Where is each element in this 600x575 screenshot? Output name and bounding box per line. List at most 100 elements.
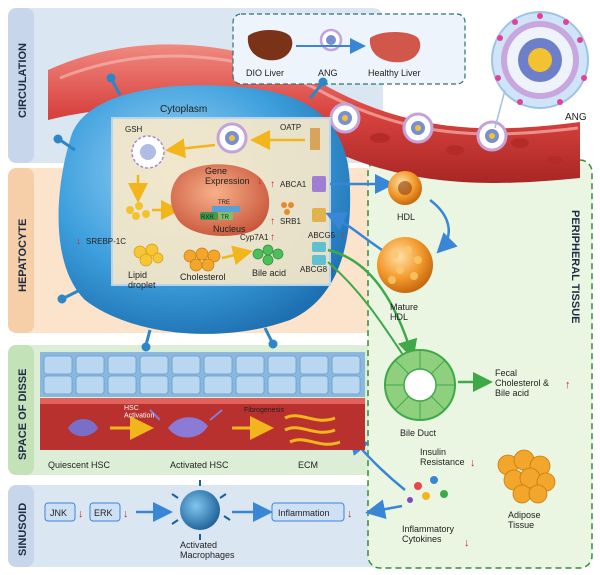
fecal-text-line: Cholesterol & [495,378,549,388]
svg-text:↓: ↓ [286,404,291,414]
nanoparticle-vessel-2 [402,112,434,144]
activated-hsc-label: Activated HSC [170,460,229,470]
mature-hdl-text-line: HDL [390,312,408,322]
band-label-hepatocyte: HEPATOCYTE [17,219,29,292]
srb1-particles [281,202,294,215]
activated-hsc [168,417,208,438]
ang-label: ANG [565,112,587,123]
insulin-resistance-text-line: Resistance [420,457,465,467]
lipid-droplet-text-line: droplet [128,280,156,290]
oatp-transporter [310,128,320,150]
mature-hdl-particle [377,237,433,293]
activated-macrophages-text: Activated [180,540,217,550]
ang-box-label: ANG [318,68,338,78]
band-label-peripheral-tissue: PERIPHERAL TISSUE [569,210,581,324]
nanoparticle-degraded [131,135,165,169]
svg-text:↑: ↑ [340,230,345,241]
inflammation-box [271,502,345,522]
cytoplasm-label: Cytoplasm [160,104,207,115]
fibrogenesis-label: Fibrogenesis [244,407,285,414]
jnk-box [44,502,76,522]
hormone-particles [126,202,150,220]
healthy-liver-label: Healthy Liver [368,68,421,78]
svg-text:↑: ↑ [330,264,335,275]
quiescent-hsc [68,419,98,437]
mature-hdl-text: Mature [390,302,418,312]
gene-expression-text-line: Expression [205,176,250,186]
bile-duct-label: Bile Duct [400,428,437,438]
nanoparticle-vessel-1 [329,102,361,134]
svg-text:↑: ↑ [565,379,571,391]
healthy-liver-icon [369,32,421,63]
inflammation-label: Inflammation [278,508,330,518]
gene-expression-arrow: ↓ [257,175,263,187]
srb1-label: SRB1 [280,217,301,226]
gsh-label: GSH [125,125,143,134]
svg-text:↑: ↑ [270,232,275,243]
inflammatory-cytokines-text: Inflammatory [402,524,455,534]
oatp-label: OATP [280,123,301,132]
dio-liver-icon [247,30,293,61]
red-blood-cell [511,138,529,148]
erk-box [89,502,121,522]
nanoparticle-vessel-3 [476,120,508,152]
bile-acid-label: Bile acid [252,268,286,278]
cyp7a1-label: Cyp7A1 [240,233,269,242]
svg-text:↓: ↓ [76,236,81,247]
bile-acid-cluster [252,244,284,266]
abca1-label: ABCA1 [280,180,307,189]
svg-text:↓: ↓ [470,457,476,469]
red-blood-cell [446,145,464,155]
tre-label: TRE [218,200,230,206]
band-label-sinusoid: SINUSOID [17,503,29,556]
red-blood-cell [370,133,390,143]
cholesterol-label: Cholesterol [180,272,226,282]
svg-text:↑: ↑ [270,179,275,190]
svg-text:↓: ↓ [158,412,163,422]
svg-text:↓: ↓ [78,508,84,520]
ang-nanoparticle-zoom [491,11,589,109]
hdl-label: HDL [397,212,415,222]
srb1-transporter [312,208,326,222]
jnk-label: JNK [50,508,67,518]
red-blood-cell [547,156,563,164]
insulin-resistance-text: Insulin [420,447,446,457]
gene-expression-text: Gene [205,166,227,176]
quiescent-hsc-label: Quiescent HSC [48,460,111,470]
activated-macrophages-text-line: Macrophages [180,550,235,560]
band-label-circulation: CIRCULATION [17,43,29,118]
svg-text:↓: ↓ [123,508,129,520]
abcg8-transporter [312,255,326,265]
ecm-label: ECM [298,460,318,470]
svg-text:↓: ↓ [464,537,470,549]
cholesterol-cluster [183,247,221,272]
inflammatory-cytokines-text-line: Cytokines [402,534,442,544]
nucleus [170,164,270,236]
dio-liver-label: DIO Liver [246,68,284,78]
cytokine-dots [407,476,448,503]
lipid-droplet-text: Lipid [128,270,147,280]
hsc-activation-text: HSC [124,405,139,412]
ecm-fibers [284,414,341,446]
fecal-text: Fecal [495,368,517,378]
hsc-activation-text-line: Activation [124,413,154,420]
tr-label: TR [221,215,230,221]
abca1-transporter [312,176,326,192]
nanoparticle-cell [216,122,248,154]
circulation-box [232,13,466,85]
svg-text:↓: ↓ [347,508,353,520]
adipose-tissue-text: Adipose [508,510,541,520]
rxr-label: RXR [201,215,214,221]
srebp-label: SREBP-1C [86,237,126,246]
svg-text:↑: ↑ [270,216,275,227]
